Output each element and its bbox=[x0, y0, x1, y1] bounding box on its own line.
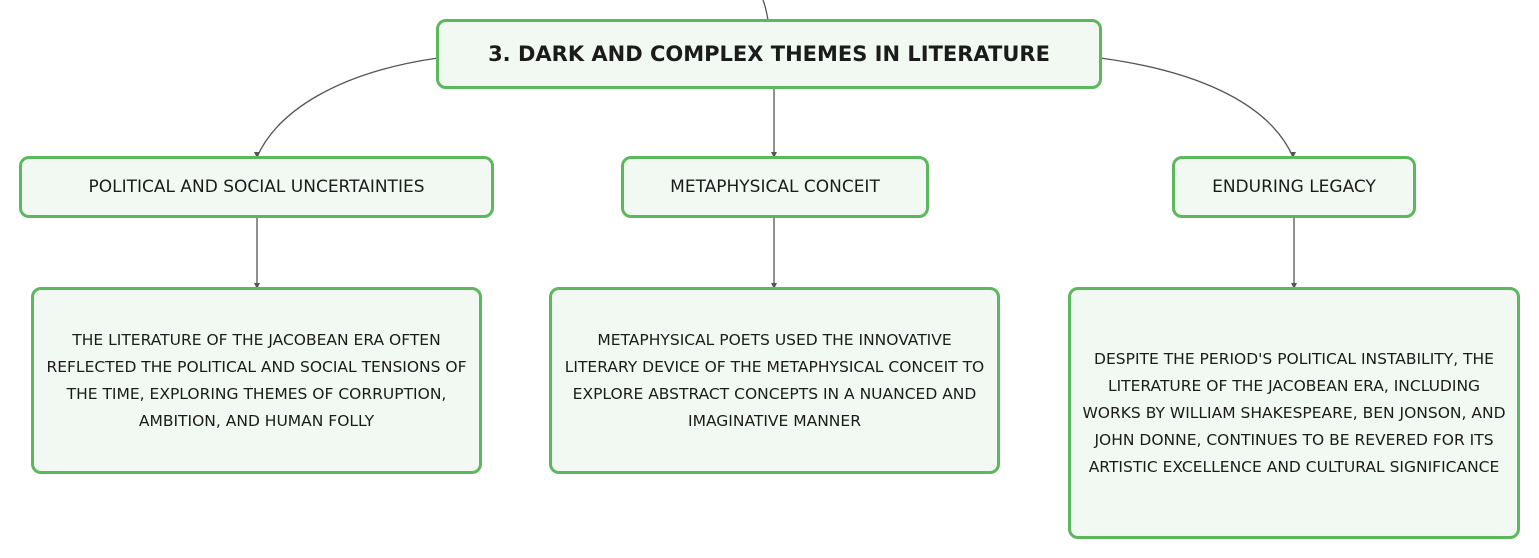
root-node[interactable]: 3. DARK AND COMPLEX THEMES IN LITERATURE bbox=[436, 19, 1102, 89]
connector-root-to-branch-3 bbox=[1099, 57, 1294, 158]
detail-text: METAPHYSICAL POETS USED THE INNOVATIVE L… bbox=[564, 330, 985, 430]
root-title: 3. DARK AND COMPLEX THEMES IN LITERATURE bbox=[488, 42, 1050, 66]
branch-label: ENDURING LEGACY bbox=[1212, 177, 1376, 197]
connector-incoming bbox=[762, 0, 769, 21]
arrowhead bbox=[1290, 152, 1296, 158]
arrowhead bbox=[254, 152, 260, 158]
arrowhead bbox=[771, 152, 777, 158]
arrowhead bbox=[1291, 283, 1297, 289]
branch-node-enduring-legacy[interactable]: ENDURING LEGACY bbox=[1172, 156, 1416, 218]
detail-node-metaphysical-conceit[interactable]: METAPHYSICAL POETS USED THE INNOVATIVE L… bbox=[549, 287, 1000, 474]
branch-label: POLITICAL AND SOCIAL UNCERTAINTIES bbox=[88, 177, 425, 197]
arrowhead bbox=[254, 283, 260, 289]
branch-node-metaphysical-conceit[interactable]: METAPHYSICAL CONCEIT bbox=[621, 156, 929, 218]
detail-text: DESPITE THE PERIOD'S POLITICAL INSTABILI… bbox=[1082, 349, 1506, 476]
branch-node-political-social[interactable]: POLITICAL AND SOCIAL UNCERTAINTIES bbox=[19, 156, 494, 218]
arrowhead bbox=[771, 283, 777, 289]
detail-node-enduring-legacy[interactable]: DESPITE THE PERIOD'S POLITICAL INSTABILI… bbox=[1068, 287, 1520, 539]
detail-text: THE LITERATURE OF THE JACOBEAN ERA OFTEN… bbox=[46, 330, 467, 430]
branch-label: METAPHYSICAL CONCEIT bbox=[670, 177, 880, 197]
connector-root-to-branch-1 bbox=[256, 57, 439, 158]
detail-node-political-social[interactable]: THE LITERATURE OF THE JACOBEAN ERA OFTEN… bbox=[31, 287, 482, 474]
